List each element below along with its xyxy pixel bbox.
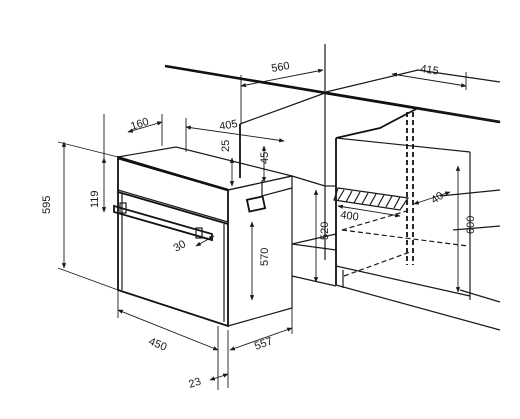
label-control-height: 119 [89, 190, 101, 208]
label-vent-depth: 400 [340, 209, 360, 223]
dimension-labels: 560 415 405 160 25 45 595 119 30 520 570… [41, 60, 477, 391]
dimension-lines [57, 68, 467, 390]
label-panel-offset: 45 [259, 152, 271, 164]
cabinet-drawing [164, 44, 501, 331]
label-oven-height: 595 [41, 196, 53, 214]
label-cabinet-width: 560 [270, 60, 290, 75]
label-handle-offset: 30 [172, 238, 189, 255]
label-oven-width: 450 [147, 336, 169, 354]
oven-handle [113, 202, 213, 242]
label-body-height: 570 [259, 248, 271, 266]
label-top-offset: 25 [220, 140, 232, 152]
mounting-bracket [245, 195, 267, 213]
label-niche-height: 520 [319, 222, 331, 240]
oven-drawing [113, 146, 293, 328]
label-side-depth: 160 [129, 116, 150, 133]
label-cabinet-height: 600 [465, 216, 477, 234]
label-cutout-width: 405 [218, 118, 238, 133]
label-door-thickness: 23 [187, 376, 202, 391]
label-vent-gap: 40 [429, 190, 446, 207]
label-oven-depth: 557 [253, 335, 274, 353]
label-cabinet-depth: 415 [420, 63, 440, 77]
